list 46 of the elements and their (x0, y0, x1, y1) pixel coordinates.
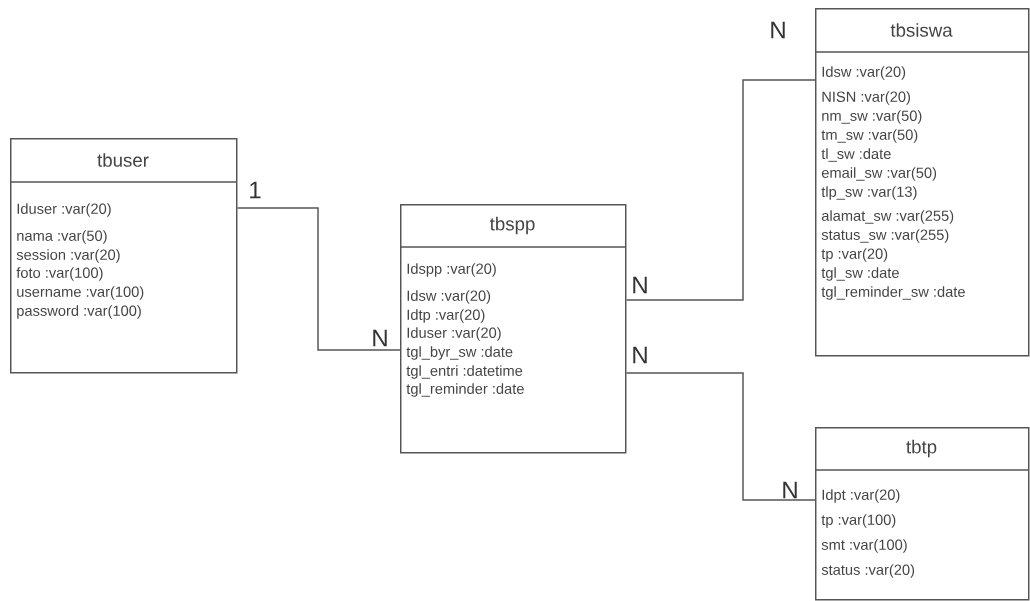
cardinality-label: N (633, 276, 647, 294)
entity-table (814, 8, 1030, 357)
field-text: tgl_entri :datetime (406, 365, 523, 379)
field-text: tgl_sw :date (821, 267, 899, 281)
field-text: Idpt :var(20) (822, 489, 900, 503)
field-text: foto :var(100) (16, 267, 103, 281)
table-title: tbspp (489, 216, 535, 235)
field-text: email_sw :var(50) (821, 167, 937, 181)
cardinality-label: N (771, 21, 785, 39)
field-text: tp :var(20) (821, 248, 888, 262)
field-text: Iduser :var(20) (407, 327, 501, 341)
entity-table (9, 138, 238, 374)
cardinality-label: 1 (250, 181, 261, 199)
entity-table (399, 204, 627, 454)
field-text: session :var(20) (16, 249, 120, 263)
table-title: tbsiswa (890, 23, 953, 37)
field-text: nama :var(50) (17, 230, 107, 244)
field-text: Idsw :var(20) (407, 290, 491, 304)
cardinality-label: N (783, 481, 797, 499)
connector-line (625, 372, 816, 501)
field-text: tlp_sw :var(13) (821, 186, 917, 200)
cardinality-label: N (373, 329, 387, 347)
field-text: Idspp :var(20) (407, 263, 496, 277)
field-text: tl_sw :date (821, 148, 891, 162)
connector-line (236, 207, 401, 351)
table-title: tbuser (97, 153, 149, 167)
field-text: status :var(20) (821, 564, 915, 578)
field-text: tgl_reminder_sw :date (821, 286, 965, 300)
connector-line (625, 79, 816, 301)
field-text: Idtp :var(20) (407, 309, 485, 323)
field-text: alamat_sw :var(255) (821, 210, 954, 224)
field-text: password :var(100) (17, 305, 141, 319)
field-text: tgl_reminder :date (406, 383, 524, 397)
entity-table (814, 427, 1030, 601)
field-text: tgl_byr_sw :date (406, 346, 513, 360)
field-text: NISN :var(20) (822, 91, 910, 105)
field-text: status_sw :var(255) (821, 229, 949, 243)
field-text: smt :var(100) (821, 539, 907, 553)
field-text: Iduser :var(20) (17, 203, 111, 217)
field-text: nm_sw :var(50) (822, 110, 922, 124)
field-text: tp :var(100) (821, 514, 896, 528)
table-title: tbtp (906, 439, 937, 458)
field-text: tm_sw :var(50) (821, 129, 918, 143)
cardinality-label: N (633, 346, 647, 364)
field-text: Idsw :var(20) (822, 66, 906, 80)
field-text: username :var(100) (17, 286, 144, 300)
